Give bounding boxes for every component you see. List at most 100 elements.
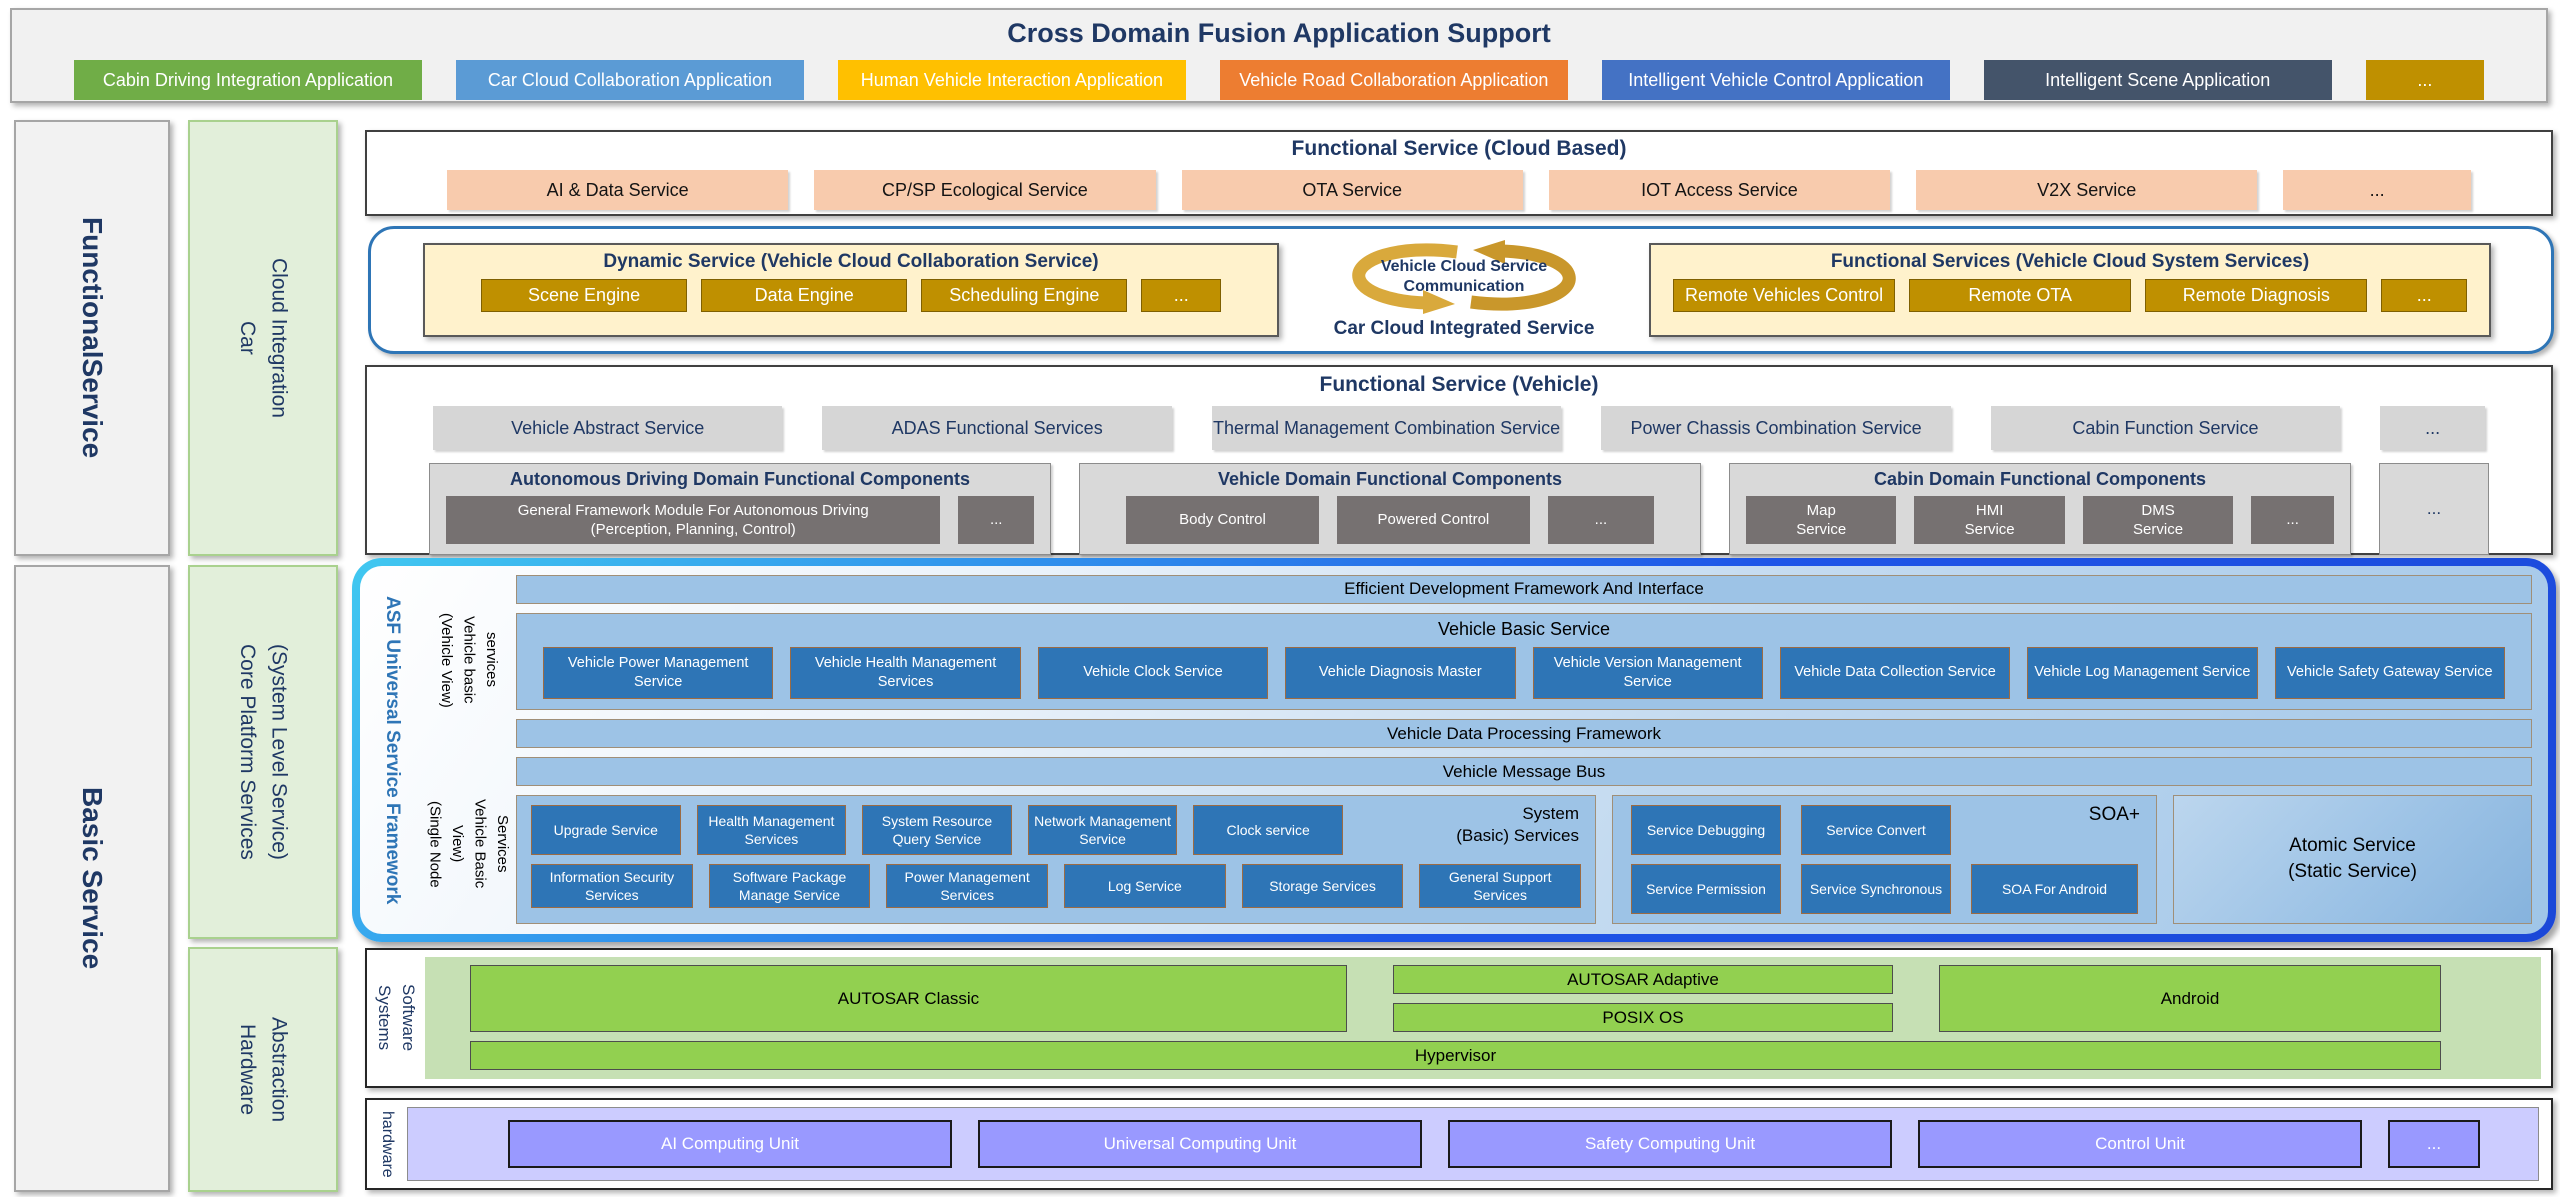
remote-service-row: Remote Vehicles Control Remote OTA Remot… bbox=[1651, 273, 2489, 312]
asf-framework-label: ASF Universal Service Framework bbox=[360, 566, 424, 934]
vehicle-cloud-system-services-box: Functional Services (Vehicle Cloud Syste… bbox=[1649, 243, 2491, 337]
asf-content: Efficient Development Framework And Inte… bbox=[512, 566, 2548, 934]
system-service-button: Log Service bbox=[1064, 863, 1226, 908]
vehicle-basic-service-title: Vehicle Basic Service bbox=[1437, 618, 1611, 639]
os-middle-column: AUTOSAR Adaptive POSIX OS bbox=[1393, 965, 1893, 1032]
system-service-button: Power Management Services bbox=[886, 863, 1049, 908]
remote-service-button-more: ... bbox=[2381, 279, 2468, 312]
communication-label: Vehicle Cloud Service Communication bbox=[1380, 258, 1548, 295]
app-button: Vehicle Road Collaboration Application bbox=[1219, 60, 1568, 100]
computing-unit-button: Universal Computing Unit bbox=[978, 1120, 1422, 1168]
cabin-domain: Cabin Domain Functional Components Map S… bbox=[1729, 463, 2351, 555]
engine-button: Scene Engine bbox=[481, 279, 688, 312]
page-title: Cross Domain Fusion Application Support bbox=[1007, 18, 1551, 48]
soa-service-row: Service Permission Service Synchronous S… bbox=[1631, 863, 2138, 914]
os-row: AUTOSAR Classic AUTOSAR Adaptive POSIX O… bbox=[470, 965, 2441, 1032]
domain-component: DMS Service bbox=[2082, 496, 2234, 544]
cloud-service-button: V2X Service bbox=[1916, 170, 2258, 210]
core-platform-side-text: Core Platform Services (System Level Ser… bbox=[236, 644, 291, 860]
systems-software-label: Systems Software bbox=[367, 950, 425, 1086]
message-bus-bar: Vehicle Message Bus bbox=[516, 757, 2532, 786]
cloud-service-row: AI & Data Service CP/SP Ecological Servi… bbox=[367, 161, 2551, 210]
cycle-arrows-svg bbox=[1352, 240, 1576, 314]
engine-button: Data Engine bbox=[701, 279, 908, 312]
hypervisor-bar: Hypervisor bbox=[470, 1041, 2441, 1070]
system-service-button: Information Security Services bbox=[531, 863, 693, 908]
system-service-row: Upgrade Service Health Management Servic… bbox=[531, 804, 1581, 855]
single-node-view-label: (Single Node View) Vehicle Basic Service… bbox=[424, 764, 512, 924]
vehicle-domain: Vehicle Domain Functional Components Bod… bbox=[1079, 463, 1701, 555]
domain-component-row: Body Control Powered Control ... bbox=[1096, 496, 1684, 544]
hardware-abstraction-side-label: Hardware Abstraction bbox=[188, 947, 338, 1192]
cloud-service-button: IOT Access Service bbox=[1548, 170, 1891, 210]
car-cloud-collaboration-section: Dynamic Service (Vehicle Cloud Collabora… bbox=[368, 226, 2554, 354]
atomic-service-box: Atomic Service (Static Service) bbox=[2173, 794, 2532, 924]
asf-view-labels: (Vehicle View) Vehicle basic services (S… bbox=[424, 566, 512, 934]
android-box: Android bbox=[1939, 965, 2441, 1032]
vehicle-functional-section: Functional Service (Vehicle) Vehicle Abs… bbox=[365, 365, 2553, 555]
vehicle-basic-service-row: Vehicle Power Management Service Vehicle… bbox=[517, 640, 2531, 699]
system-service-button: Storage Services bbox=[1241, 863, 1404, 908]
cloud-service-button: OTA Service bbox=[1181, 170, 1523, 210]
hardware-container: AI Computing Unit Universal Computing Un… bbox=[407, 1107, 2539, 1181]
core-platform-side-label: Core Platform Services (System Level Ser… bbox=[188, 565, 338, 939]
domain-component: General Framework Module For Autonomous … bbox=[446, 496, 941, 544]
vehicle-cloud-communication: Vehicle Cloud Service Communication Car … bbox=[1279, 240, 1649, 340]
domain-more-box: ... bbox=[2379, 463, 2489, 555]
domain-component-more: ... bbox=[1547, 496, 1654, 544]
system-service-row: Information Security Services Software P… bbox=[531, 863, 1582, 908]
computing-unit-button: Safety Computing Unit bbox=[1448, 1120, 1892, 1168]
vehicle-functional-title: Functional Service (Vehicle) bbox=[1319, 373, 1599, 396]
functional-service-side-label: FunctionalService bbox=[14, 120, 170, 556]
autonomous-driving-domain: Autonomous Driving Domain Functional Com… bbox=[429, 463, 1051, 555]
domain-component-more: ... bbox=[2251, 496, 2334, 544]
vehicle-service-row: Vehicle Abstract Service ADAS Functional… bbox=[367, 397, 2551, 450]
system-service-button: Upgrade Service bbox=[531, 804, 681, 855]
os-container: AUTOSAR Classic AUTOSAR Adaptive POSIX O… bbox=[425, 957, 2541, 1079]
basic-service-side-label: Basic Service bbox=[14, 565, 170, 1192]
soa-service-button: Service Debugging bbox=[1631, 804, 1781, 855]
app-button: Intelligent Vehicle Control Application bbox=[1601, 60, 1950, 100]
single-node-view-label-text: (Single Node View) Vehicle Basic Service… bbox=[426, 799, 512, 889]
domain-component-row: General Framework Module For Autonomous … bbox=[446, 496, 1034, 544]
vehicle-basic-service-button: Vehicle Health Management Services bbox=[790, 646, 1021, 699]
computing-unit-button-more: ... bbox=[2388, 1120, 2480, 1168]
vehicle-basic-service-button: Vehicle Safety Gateway Service bbox=[2274, 646, 2505, 699]
vehicle-cloud-system-services-title: Functional Services (Vehicle Cloud Syste… bbox=[1830, 251, 2310, 272]
vehicle-basic-service-box: Vehicle Basic Service Vehicle Power Mana… bbox=[516, 612, 2532, 711]
car-cloud-integration-side-label: Car Cloud Integration bbox=[188, 120, 338, 556]
vehicle-basic-service-button: Vehicle Log Management Service bbox=[2027, 646, 2258, 699]
cloud-based-section: Functional Service (Cloud Based) AI & Da… bbox=[365, 130, 2553, 216]
dynamic-service-title: Dynamic Service (Vehicle Cloud Collabora… bbox=[603, 251, 1099, 272]
functional-service-side-text: FunctionalService bbox=[77, 217, 108, 459]
system-basic-services-label: System (Basic) Services bbox=[1456, 803, 1579, 846]
vehicle-service-button: Thermal Management Combination Service bbox=[1211, 406, 1562, 450]
cloud-service-button: CP/SP Ecological Service bbox=[814, 170, 1156, 210]
soa-service-button: SOA For Android bbox=[1971, 863, 2138, 914]
domain-title: Vehicle Domain Functional Components bbox=[1217, 469, 1563, 489]
system-service-button: Health Management Services bbox=[696, 804, 847, 855]
soa-plus-label: SOA+ bbox=[2088, 803, 2140, 825]
vehicle-basic-service-button: Vehicle Power Management Service bbox=[543, 646, 774, 699]
domain-component: HMI Service bbox=[1914, 496, 2065, 544]
system-service-button: Clock service bbox=[1193, 804, 1343, 855]
system-service-button: Software Package Manage Service bbox=[708, 863, 871, 908]
engine-row: Scene Engine Data Engine Scheduling Engi… bbox=[425, 273, 1277, 312]
vehicle-service-button: Power Chassis Combination Service bbox=[1601, 406, 1951, 450]
vehicle-service-button-more: ... bbox=[2380, 406, 2486, 450]
remote-service-button: Remote OTA bbox=[1909, 279, 2132, 312]
autosar-adaptive-box: AUTOSAR Adaptive bbox=[1393, 965, 1893, 994]
autosar-classic-box: AUTOSAR Classic bbox=[470, 965, 1347, 1032]
computing-unit-button: AI Computing Unit bbox=[508, 1120, 952, 1168]
posix-os-box: POSIX OS bbox=[1393, 1003, 1893, 1032]
vehicle-basic-service-button: Vehicle Diagnosis Master bbox=[1285, 646, 1516, 699]
app-button: Human Vehicle Interaction Application bbox=[837, 60, 1186, 100]
app-button: Cabin Driving Integration Application bbox=[74, 60, 422, 100]
soa-service-row: Service Debugging Service Convert bbox=[1631, 804, 2138, 855]
cloud-service-button: AI & Data Service bbox=[447, 170, 789, 210]
data-processing-bar: Vehicle Data Processing Framework bbox=[516, 719, 2532, 749]
engine-button-more: ... bbox=[1141, 279, 1221, 312]
soa-plus-panel: SOA+ Service Debugging Service Convert S… bbox=[1612, 794, 2157, 924]
hardware-label-text: hardware bbox=[379, 1110, 396, 1178]
dynamic-service-box: Dynamic Service (Vehicle Cloud Collabora… bbox=[423, 243, 1279, 337]
